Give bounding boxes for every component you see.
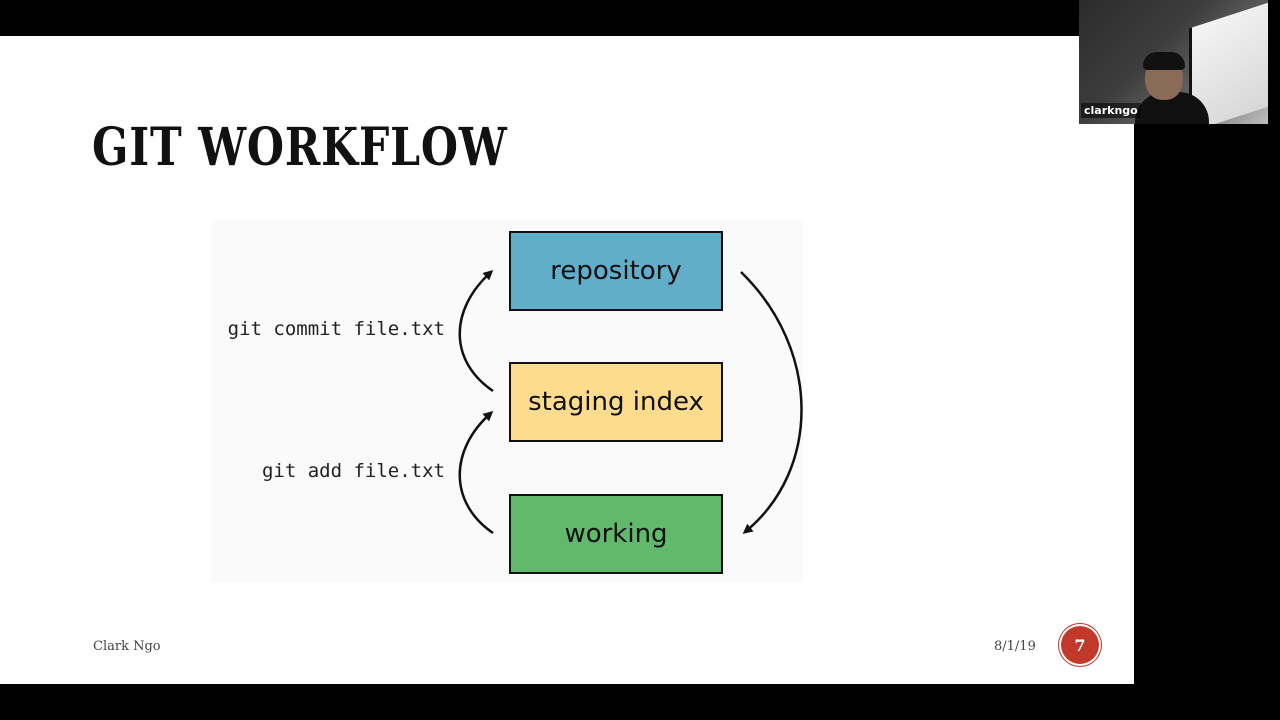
slide-title: Git Workflow	[92, 117, 508, 178]
slide-number-badge: 7	[1061, 626, 1099, 664]
slide-footer-author: Clark Ngo	[93, 639, 161, 654]
webcam-thumbnail[interactable]: clarkngo	[1079, 0, 1268, 124]
repository-box: repository	[509, 231, 723, 311]
checkout-arrow	[740, 271, 803, 534]
git-add-label: git add file.txt	[261, 460, 445, 482]
add-arrow	[458, 411, 494, 535]
git-workflow-diagram: repository staging index working git com…	[211, 220, 803, 582]
presenter-hair	[1143, 52, 1185, 70]
git-commit-label: git commit file.txt	[227, 318, 445, 340]
commit-arrow	[458, 269, 494, 393]
working-box: working	[509, 494, 723, 574]
staging-index-box: staging index	[509, 362, 723, 442]
presentation-slide: Git Workflow repository staging index wo…	[0, 36, 1134, 684]
participant-name-label: clarkngo	[1081, 103, 1141, 118]
slide-footer-date: 8/1/19	[994, 639, 1036, 654]
workflow-arrows	[458, 269, 803, 535]
